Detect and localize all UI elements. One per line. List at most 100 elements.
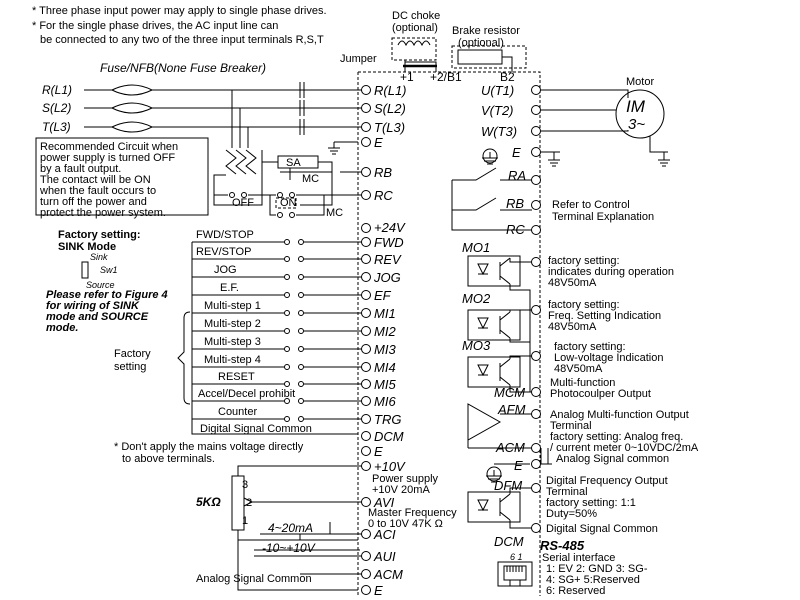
dc-choke-optional: (optional) — [392, 22, 438, 34]
rs485-sub: Serial interface — [542, 552, 615, 564]
term-mi3: MI3 — [374, 342, 396, 357]
on-label: ON — [280, 197, 297, 209]
input-counter: Counter — [218, 406, 257, 418]
dfm-text-4: Duty=50% — [546, 508, 597, 520]
afm-text-5: Analog Signal common — [556, 453, 669, 465]
choke-box — [391, 37, 437, 61]
mc-label-2: MC — [326, 207, 343, 219]
rec-line-6: turn off the power and — [40, 196, 147, 208]
note-line-3: be connected to any two of the three inp… — [40, 34, 324, 46]
motor-label: Motor — [626, 76, 654, 88]
dfm-text-5: Digital Signal Common — [546, 523, 658, 535]
mcm-label: MCM — [494, 385, 525, 400]
mo1-text-3: 48V50mA — [548, 277, 597, 289]
term-10v: +10V — [374, 459, 406, 474]
term-e-top: E — [374, 135, 383, 150]
output-terminals — [531, 85, 670, 167]
term-dcm: DCM — [374, 429, 404, 444]
input-accel-prohibit: Accel/Decel prohibit — [198, 388, 295, 400]
factory-label-2: setting — [114, 361, 146, 373]
term-jog: JOG — [373, 270, 401, 285]
afm-label: AFM — [497, 402, 526, 417]
brake-resistor — [457, 49, 503, 65]
input-digital-common: Digital Signal Common — [200, 423, 312, 435]
term-mi6: MI6 — [374, 394, 396, 409]
fuse-label: Fuse/NFB(None Fuse Breaker) — [100, 61, 266, 75]
rs485-title: RS-485 — [540, 538, 585, 553]
term-fwd: FWD — [374, 235, 404, 250]
mo1-text-1: factory setting: — [548, 255, 620, 267]
input-ms1: Multi-step 1 — [204, 300, 261, 312]
analog-common-label: Analog Signal Common — [196, 573, 312, 585]
input-ms2: Multi-step 2 — [204, 318, 261, 330]
term-v: V(T2) — [481, 103, 514, 118]
term-t: T(L3) — [374, 120, 405, 135]
rs485-line-3: 6: Reserved — [546, 585, 605, 597]
term-mi2: MI2 — [374, 324, 396, 339]
on-off-switch — [214, 171, 362, 218]
term-mi5: MI5 — [374, 377, 396, 392]
rec-line-2: power supply is turned OFF — [40, 152, 175, 164]
dfm-label: DFM — [494, 478, 522, 493]
sink-label: Sink — [90, 252, 108, 262]
mains-note-1: * Don't apply the mains voltage directly — [114, 441, 304, 453]
mo2-label: MO2 — [462, 291, 491, 306]
afm-text-1: Analog Multi-function Output — [550, 409, 689, 421]
off-label: OFF — [232, 197, 254, 209]
rec-line-5: when the fault occurs to — [39, 185, 156, 197]
note-line-2: * For the single phase drives, the AC in… — [32, 20, 278, 32]
sw1-label: Sw1 — [100, 265, 118, 275]
mains-note-2: to above terminals. — [122, 453, 215, 465]
line-t-label: T(L3) — [42, 120, 71, 134]
input-ms4: Multi-step 4 — [204, 354, 261, 366]
fig-note-3: mode and SOURCE — [46, 311, 149, 323]
sink-title-2: SINK Mode — [58, 241, 116, 253]
term-ef: EF — [374, 288, 392, 303]
master-freq-1: Master Frequency — [368, 507, 457, 519]
jumper-label: Jumper — [340, 53, 377, 65]
relay-ref-2: Terminal Explanation — [552, 211, 654, 223]
term-e-bottom: E — [374, 583, 383, 598]
brake-label: Brake resistor — [452, 25, 520, 37]
mo2-text-3: 48V50mA — [548, 321, 597, 333]
rec-line-4: The contact will be ON — [40, 174, 151, 186]
term-aci: ACI — [373, 527, 396, 542]
rec-line-1: Recommended Circuit when — [40, 141, 178, 153]
transformer — [225, 149, 257, 175]
term-mi4: MI4 — [374, 360, 396, 375]
mo3-label: MO3 — [462, 338, 491, 353]
fuse-arc — [111, 84, 153, 128]
afm-text-3: factory setting: Analog freq. — [550, 431, 683, 443]
fig-note-2: for wiring of SINK — [46, 300, 140, 312]
afm-output — [467, 403, 552, 483]
mf-text-2: Photocoulper Output — [550, 388, 651, 400]
term-rev: REV — [374, 252, 402, 267]
power-supply-2: +10V 20mA — [372, 484, 430, 496]
input-rev-stop: REV/STOP — [196, 246, 251, 258]
relay-ref-1: Refer to Control — [552, 199, 630, 211]
digital-input-wiring — [191, 239, 362, 435]
term-trg: TRG — [374, 412, 401, 427]
afm-e-label: E — [514, 458, 523, 473]
mc-contact — [299, 82, 305, 135]
input-ms3: Multi-step 3 — [204, 336, 261, 348]
dfm-text-3: factory setting: 1:1 — [546, 497, 636, 509]
dfm-text-2: Terminal — [546, 486, 588, 498]
term-mi1: MI1 — [374, 306, 396, 321]
mo1-text-2: indicates during operation — [548, 266, 674, 278]
photocoupler-outputs — [467, 255, 541, 397]
aui-range: -10~+10V — [262, 541, 316, 555]
input-power-lines — [84, 82, 362, 206]
input-ef: E.F. — [220, 282, 239, 294]
plus2-label: +2/B1 — [430, 70, 462, 84]
relay-rc: RC — [506, 222, 525, 237]
mo3-text-2: Low-voltage Indication — [554, 352, 663, 364]
term-u: U(T1) — [481, 83, 514, 98]
plus1-label: +1 — [400, 70, 414, 84]
brake-box — [451, 45, 527, 69]
rs485-line-1: 1: EV 2: GND 3: SG- — [546, 563, 648, 575]
dcm-label-right: DCM — [494, 534, 524, 549]
acm-label: ACM — [495, 440, 525, 455]
